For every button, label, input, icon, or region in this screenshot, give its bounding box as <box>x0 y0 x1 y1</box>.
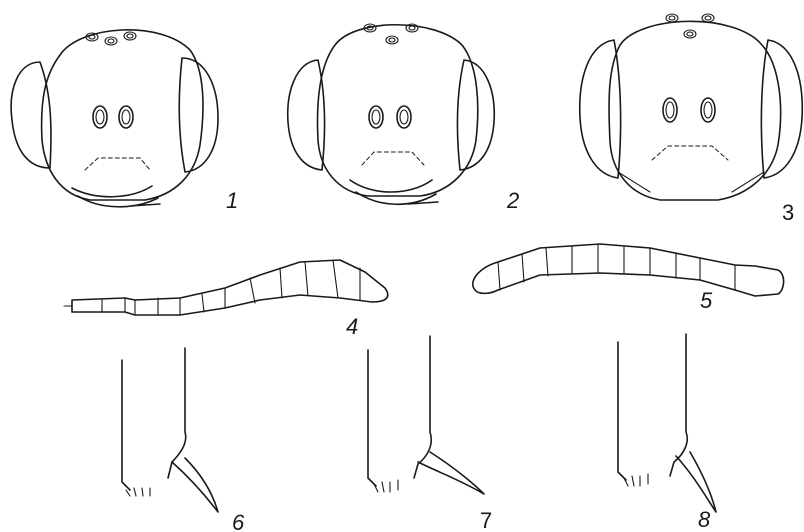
mandibles <box>72 186 160 207</box>
gena-lines <box>618 172 764 192</box>
head-capsule <box>609 21 781 200</box>
compound-eye-right <box>179 58 218 172</box>
ovipositor <box>676 452 716 512</box>
head-figure-2 <box>288 24 495 204</box>
antenna-outline <box>72 260 388 315</box>
head-figure-1 <box>11 30 218 207</box>
clypeus <box>362 152 424 165</box>
compound-eye-left <box>288 60 325 170</box>
antenna-figure-4 <box>64 260 388 315</box>
figure-number-4: 4 <box>346 314 358 339</box>
figure-number-1: 1 <box>226 188 238 213</box>
antennal-sockets <box>93 106 133 128</box>
compound-eye-right <box>761 40 802 178</box>
antenna-figure-5 <box>473 244 784 296</box>
figure-number-2: 2 <box>506 188 519 213</box>
compound-eye-right <box>457 60 494 170</box>
figure-number-8: 8 <box>698 507 711 532</box>
compound-eye-left <box>11 62 51 168</box>
ocelli <box>666 14 714 38</box>
setae <box>374 480 398 492</box>
ovipositor <box>172 458 218 512</box>
mandibles <box>350 180 438 204</box>
figure-number-7: 7 <box>480 508 492 532</box>
setae <box>624 474 648 486</box>
abdomen-tip-figure-6 <box>122 348 218 512</box>
clypeus <box>652 146 728 160</box>
ovipositor <box>418 452 484 494</box>
figure-number-3: 3 <box>782 200 794 225</box>
antennal-sockets <box>663 98 715 122</box>
figure-number-5: 5 <box>700 288 713 313</box>
abdomen-tip-figure-8 <box>618 334 716 512</box>
segment-outline <box>122 348 186 490</box>
figure-number-6: 6 <box>232 510 245 532</box>
clypeus <box>85 158 150 170</box>
antennal-sockets <box>369 106 411 128</box>
abdomen-tip-figure-7 <box>368 336 484 494</box>
antenna-outline <box>473 244 784 296</box>
head-figure-3 <box>580 14 802 200</box>
ocelli <box>364 24 418 44</box>
